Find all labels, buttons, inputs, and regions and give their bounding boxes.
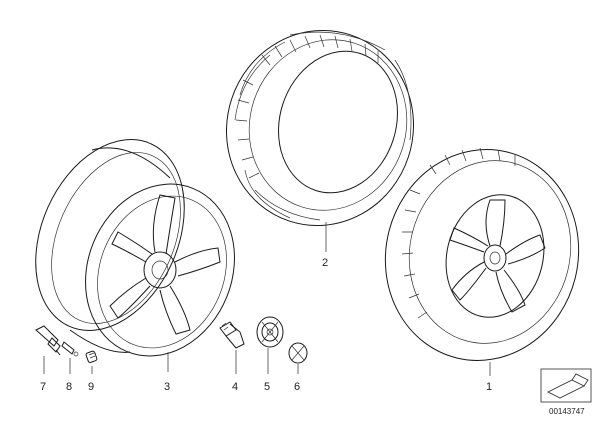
valve-cap-illustration[interactable] (85, 350, 98, 364)
valve-illustration[interactable] (35, 325, 61, 356)
wheel-bolt-illustration[interactable] (219, 321, 245, 349)
diagram-code: 00143747 (549, 407, 585, 416)
complete-wheel-illustration[interactable] (363, 129, 600, 381)
callout-2: 2 (322, 257, 328, 269)
callout-3: 3 (164, 381, 170, 393)
folded-sheet-icon (540, 368, 592, 403)
rim-illustration[interactable] (7, 116, 260, 379)
callout-7: 7 (40, 381, 46, 393)
callout-1: 1 (486, 381, 492, 393)
tire-illustration[interactable] (201, 6, 438, 250)
callout-5: 5 (264, 381, 270, 393)
valve-insert-illustration[interactable] (61, 341, 79, 357)
callout-9: 9 (88, 381, 94, 393)
callout-6: 6 (294, 381, 300, 393)
callout-8: 8 (66, 381, 72, 393)
emblem-illustration[interactable] (288, 342, 308, 364)
callout-4: 4 (232, 381, 238, 393)
hub-cap-illustration[interactable] (256, 316, 284, 348)
